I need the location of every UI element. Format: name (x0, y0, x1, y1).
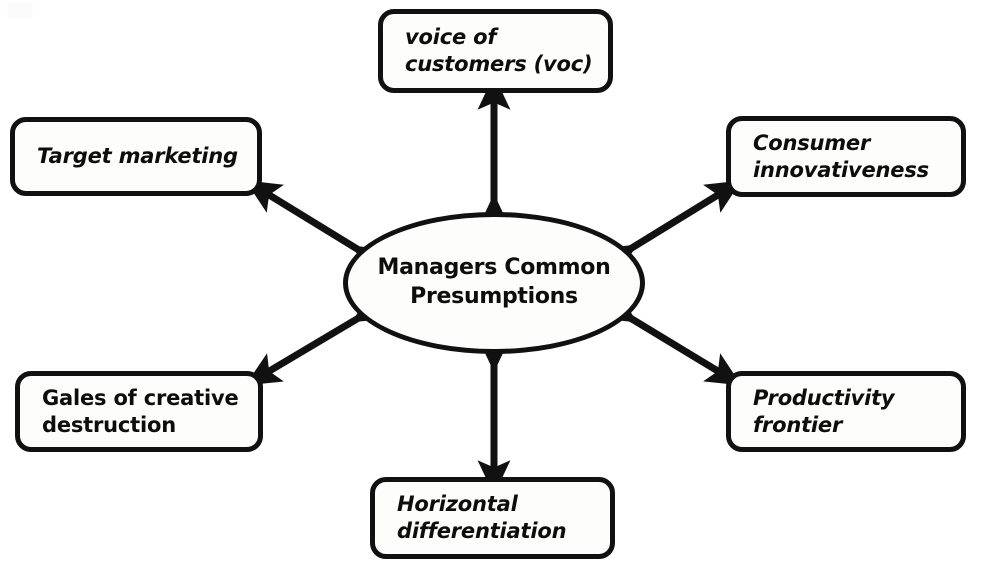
node-label-target-marketing: Target marketing (37, 144, 238, 169)
node-voice-of-customers[interactable]: voice of customers (voc) (378, 9, 613, 93)
connector-center-consumer-innovativeness (599, 180, 742, 277)
node-label-voice-of-customers: voice of customers (voc) (405, 25, 593, 76)
node-consumer-innovativeness[interactable]: Consumer innovativeness (726, 116, 966, 197)
node-gales-of-creative-destruction[interactable]: Gales of creative destruction (15, 371, 263, 452)
node-label-gales-of-creative-destruction: Gales of creative destruction (42, 385, 239, 437)
node-label-productivity-frontier: Productivity frontier (753, 385, 895, 437)
node-target-marketing[interactable]: Target marketing (10, 117, 262, 196)
connector-center-target-marketing (245, 180, 390, 278)
connector-center-gales-of-creative-destruction (245, 290, 390, 386)
node-horizontal-differentiation[interactable]: Horizontal differentiation (370, 477, 615, 559)
node-label-consumer-innovativeness: Consumer innovativeness (753, 130, 929, 182)
node-label-center: Managers Common Presumptions (377, 255, 611, 309)
node-label-horizontal-differentiation: Horizontal differentiation (397, 492, 567, 543)
node-productivity-frontier[interactable]: Productivity frontier (726, 371, 966, 452)
node-center-managers-common-presumptions[interactable]: Managers Common Presumptions (343, 212, 645, 354)
connector-center-productivity-frontier (599, 290, 742, 386)
scan-artifact (7, 2, 33, 18)
